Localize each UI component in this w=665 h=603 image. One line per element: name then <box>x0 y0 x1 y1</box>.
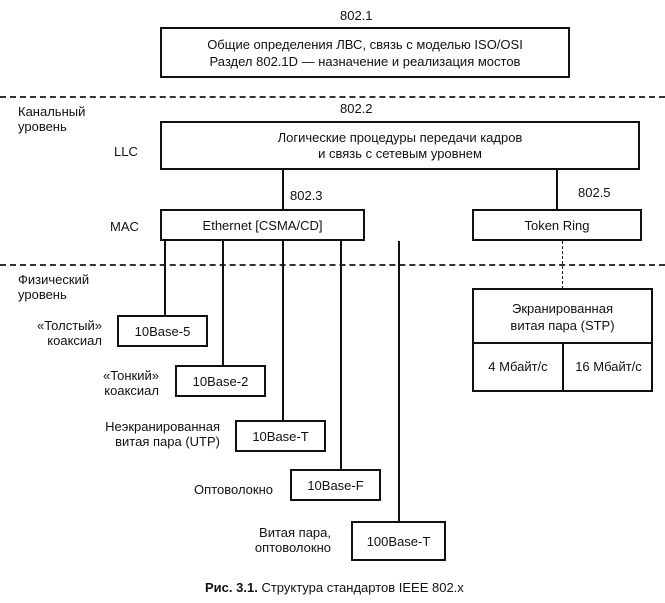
connector-tokenring-stp <box>562 241 563 289</box>
link-layer-label-1: Канальный <box>18 104 86 119</box>
stp-speed-16: 16 Мбайт/с <box>575 359 642 374</box>
box-10base-t: 10Base-T <box>235 420 326 452</box>
media-thin-coax-1: «Тонкий» <box>102 368 159 383</box>
phys-layer-label-1: Физический <box>18 272 90 287</box>
label-802-5: 802.5 <box>578 185 611 200</box>
figure-caption-prefix: Рис. 3.1. <box>205 580 258 595</box>
media-tp-fiber-2: оптоволокно <box>254 540 331 555</box>
box-10base-t-text: 10Base-T <box>252 428 309 444</box>
label-802-2: 802.2 <box>340 101 373 116</box>
stp-line2: витая пара (STP) <box>510 318 615 333</box>
box-token-ring: Token Ring <box>472 209 642 241</box>
stp-line1: Экранированная <box>511 301 613 316</box>
box-10base-2: 10Base-2 <box>175 365 266 397</box>
label-802-3: 802.3 <box>290 188 323 203</box>
box-10base-f: 10Base-F <box>290 469 381 501</box>
box-token-ring-text: Token Ring <box>524 217 590 233</box>
box-stp: Экранированная витая пара (STP) 4 Мбайт/… <box>472 288 653 392</box>
box-100base-t: 100Base-T <box>351 521 446 561</box>
box-10base-5-text: 10Base-5 <box>134 323 191 339</box>
box-ethernet-text: Ethernet [CSMA/CD] <box>202 217 323 233</box>
box-10base-5: 10Base-5 <box>117 315 208 347</box>
box-ethernet: Ethernet [CSMA/CD] <box>160 209 365 241</box>
figure-caption-text: Структура стандартов IEEE 802.x <box>261 580 464 595</box>
link-layer-label-2: уровень <box>18 119 67 134</box>
connector-10base-2 <box>222 241 224 366</box>
media-utp-1: Неэкранированная <box>105 419 220 434</box>
media-fiber: Оптоволокно <box>194 482 273 497</box>
box-802-1: Общие определения ЛВС, связь с моделью I… <box>160 27 570 78</box>
connector-10base-5 <box>164 241 166 316</box>
connector-10base-f <box>340 241 342 470</box>
box-802-1-line2: Раздел 802.1D — назначение и реализация … <box>209 53 521 69</box>
stp-divider-v <box>562 342 564 390</box>
box-10base-2-text: 10Base-2 <box>192 373 249 389</box>
label-802-1: 802.1 <box>340 8 373 23</box>
separator-bottom <box>0 264 665 266</box>
box-802-1-line1: Общие определения ЛВС, связь с моделью I… <box>207 36 523 52</box>
box-10base-f-text: 10Base-F <box>307 477 364 493</box>
box-llc-line2: и связь с сетевым уровнем <box>318 145 482 161</box>
box-llc-line1: Логические процедуры передачи кадров <box>277 129 523 145</box>
media-tp-fiber-1: Витая пара, <box>259 525 331 540</box>
media-thick-coax-2: коаксиал <box>47 333 102 348</box>
separator-top <box>0 96 665 98</box>
connector-10base-t <box>282 241 284 421</box>
box-llc: Логические процедуры передачи кадров и с… <box>160 121 640 170</box>
stp-speed-4: 4 Мбайт/с <box>488 359 548 374</box>
llc-label: LLC <box>114 144 138 159</box>
figure-caption: Рис. 3.1. Структура стандартов IEEE 802.… <box>205 580 464 595</box>
phys-layer-label-2: уровень <box>18 287 67 302</box>
connector-llc-ethernet <box>282 170 284 210</box>
connector-100base-t <box>398 241 400 522</box>
mac-label: MAC <box>110 219 139 234</box>
media-thin-coax-2: коаксиал <box>104 383 159 398</box>
media-utp-2: витая пара (UTP) <box>115 434 220 449</box>
media-thick-coax-1: «Толстый» <box>37 318 102 333</box>
connector-llc-tokenring <box>556 170 558 210</box>
box-100base-t-text: 100Base-T <box>366 533 431 549</box>
